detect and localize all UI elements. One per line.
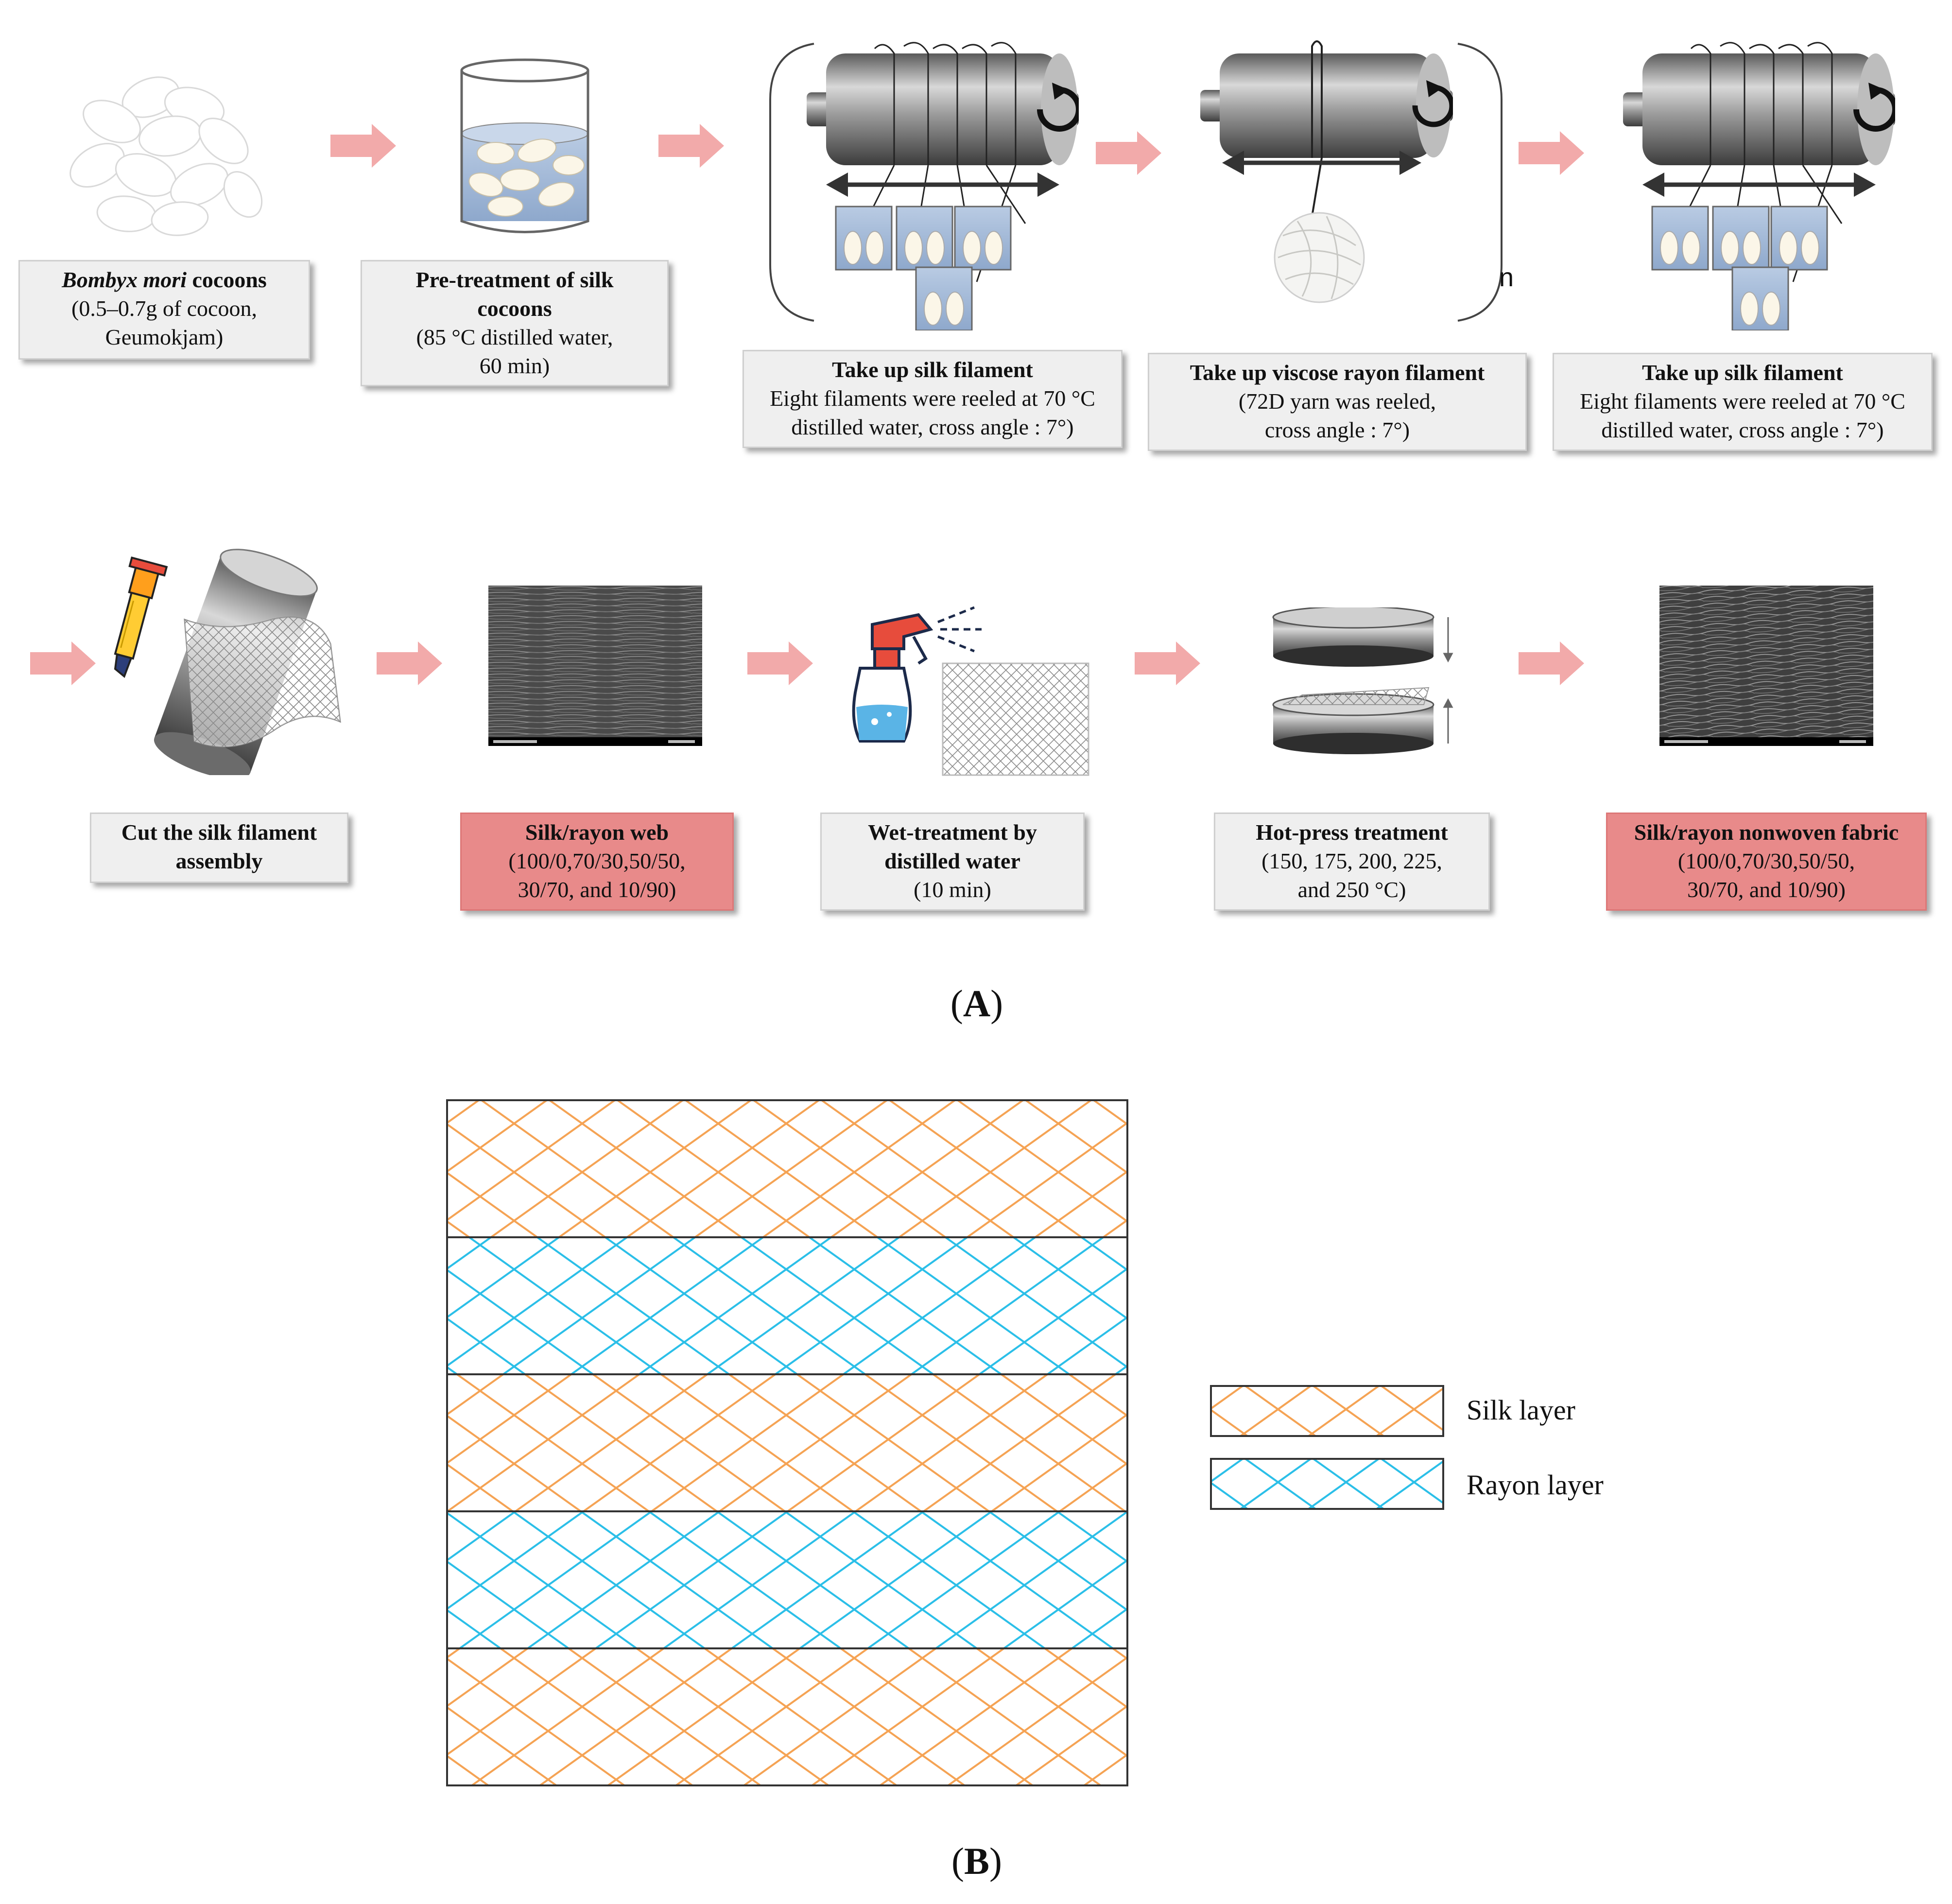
step-title-italic: Bombyx mori [62, 267, 187, 292]
flow-arrow-icon [1096, 131, 1161, 175]
step-pretreatment-box: Pre-treatment of silk cocoons (85 °C dis… [361, 260, 669, 386]
beaker-cocoons-image [460, 58, 589, 233]
cutting-assembly-image [114, 549, 341, 775]
step-rayon-take-up-box: Take up viscose rayon filament (72D yarn… [1148, 353, 1527, 451]
step-wet-treatment-box: Wet-treatment by distilled water (10 min… [820, 813, 1085, 911]
flow-arrow-icon [658, 124, 724, 168]
silk-layer [446, 1099, 1128, 1238]
step-detail-line: 60 min) [479, 353, 550, 378]
silk-reel-machine-image [807, 42, 1079, 330]
step-detail-line: (100/0,70/30,50/50, [1677, 848, 1855, 873]
step-detail-line: (100/0,70/30,50/50, [508, 848, 686, 873]
legend-swatch-rayon [1210, 1458, 1444, 1510]
step-title: Take up viscose rayon filament [1190, 360, 1485, 385]
step-web-box: Silk/rayon web (100/0,70/30,50/50, 30/70… [460, 813, 734, 911]
step-title: Wet-treatment by distilled water [868, 820, 1037, 873]
step-cut-box: Cut the silk filament assembly [90, 813, 348, 883]
step-title: Hot-press treatment [1256, 820, 1448, 845]
rayon-layer [446, 1510, 1128, 1649]
step-detail-line: Geumokjam) [105, 325, 224, 349]
step-detail-line: Eight filaments were reeled at 70 °C [770, 386, 1095, 411]
step-title: Pre-treatment of silk cocoons [415, 267, 614, 321]
silk-reel-machine-image [1623, 42, 1895, 330]
step-detail-line: cross angle : 7°) [1264, 417, 1410, 442]
rayon-layer [446, 1236, 1128, 1375]
legend-label-rayon: Rayon layer [1467, 1469, 1604, 1501]
step-silk-take-up-box: Take up silk filament Eight filaments we… [743, 350, 1123, 448]
panel-b-label: (B) [951, 1840, 1002, 1882]
step-title: Take up silk filament [1642, 360, 1843, 385]
flow-arrow-icon [330, 124, 396, 168]
step-silk-take-up-box: Take up silk filament Eight filaments we… [1553, 353, 1933, 451]
step-detail-line: distilled water, cross angle : 7°) [791, 415, 1074, 439]
layer-stack-diagram [446, 1099, 1128, 1786]
step-nonwoven-box: Silk/rayon nonwoven fabric (100/0,70/30,… [1606, 813, 1927, 911]
step-title: Silk/rayon web [525, 820, 669, 845]
silk-layer [446, 1647, 1128, 1786]
flow-arrow-icon [1519, 131, 1584, 175]
step-detail-line: (10 min) [914, 877, 991, 902]
flow-arrow-icon [1519, 641, 1584, 685]
step-title: Silk/rayon nonwoven fabric [1634, 820, 1899, 845]
nonwoven-fabric-sem-image [1659, 586, 1873, 746]
step-title: Take up silk filament [832, 357, 1033, 382]
flow-arrow-icon [747, 641, 813, 685]
step-detail-line: (85 °C distilled water, [416, 325, 613, 349]
flow-arrow-icon [377, 641, 442, 685]
step-cocoons-box: Bombyx mori cocoons (0.5–0.7g of cocoon,… [18, 260, 310, 360]
flow-arrow-icon [1135, 641, 1200, 685]
step-detail-line: (0.5–0.7g of cocoon, [71, 296, 257, 321]
step-detail-line: and 250 °C) [1297, 877, 1406, 902]
rayon-reel-machine-image [1200, 40, 1453, 303]
repeat-bracket-left-icon [769, 43, 814, 322]
repeat-bracket-right-icon [1457, 43, 1503, 322]
step-title: cocoons [187, 267, 267, 292]
legend-label-silk: Silk layer [1467, 1394, 1575, 1426]
step-detail-line: (150, 175, 200, 225, [1261, 848, 1442, 873]
step-detail-line: Eight filaments were reeled at 70 °C [1580, 389, 1905, 414]
step-detail-line: distilled water, cross angle : 7°) [1601, 417, 1884, 442]
flow-arrow-icon [30, 641, 96, 685]
hot-press-image [1272, 607, 1453, 754]
cocoons-image [69, 76, 263, 236]
step-detail-line: 30/70, and 10/90) [518, 877, 676, 902]
spray-bottle-image [852, 606, 1089, 776]
legend-swatch-silk [1210, 1385, 1444, 1437]
step-title: Cut the silk filament assembly [121, 820, 317, 873]
repeat-count-label: n [1499, 263, 1514, 292]
step-detail-line: (72D yarn was reeled, [1238, 389, 1436, 414]
panel-a-label: (A) [950, 982, 1003, 1024]
silk-layer [446, 1373, 1128, 1512]
silk-rayon-web-sem-image [488, 586, 702, 746]
step-hot-press-box: Hot-press treatment (150, 175, 200, 225,… [1214, 813, 1490, 911]
step-detail-line: 30/70, and 10/90) [1687, 877, 1846, 902]
